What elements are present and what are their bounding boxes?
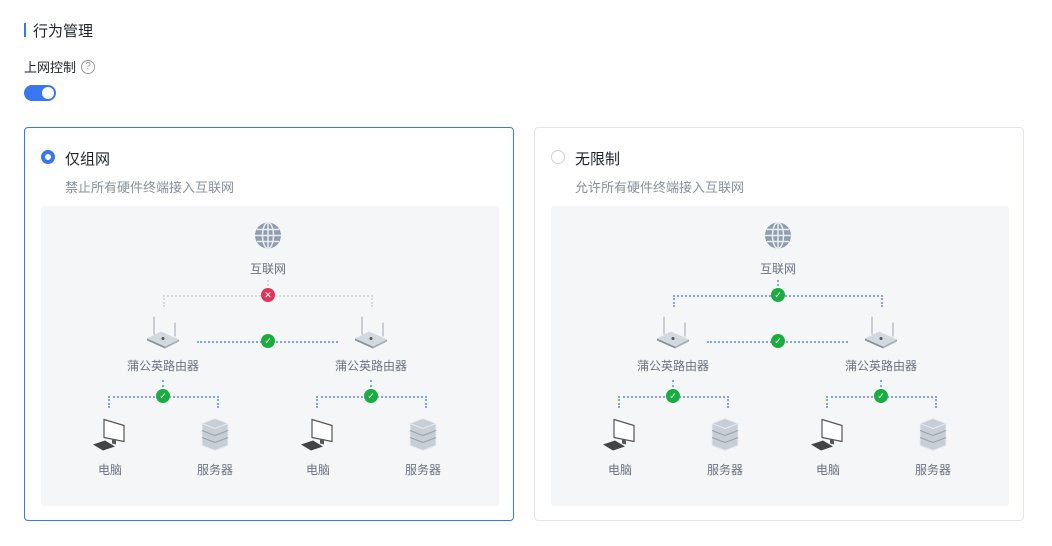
connection-line (163, 295, 165, 307)
connection-line (267, 280, 269, 294)
connection-line (370, 380, 372, 395)
option-description: 允许所有硬件终端接入互联网 (575, 180, 745, 195)
connection-line (880, 380, 882, 395)
option-name: 无限制 (575, 151, 621, 168)
connected-check-icon: ✓ (261, 334, 275, 348)
connection-line (727, 396, 729, 408)
globe-icon (764, 221, 792, 255)
internet-label: 互联网 (249, 262, 287, 276)
connection-line (618, 396, 620, 408)
option-name: 仅组网 (65, 151, 111, 168)
internet-control-label: 上网控制 (24, 60, 77, 75)
internet-control-row: 上网控制? (24, 57, 96, 76)
connection-line (935, 396, 937, 408)
internet-control-toggle[interactable] (24, 85, 56, 101)
server-label: 服务器 (706, 463, 744, 477)
connected-check-icon: ✓ (666, 389, 680, 403)
server-label: 服务器 (914, 463, 952, 477)
connected-check-icon: ✓ (364, 389, 378, 403)
computer-icon (92, 418, 128, 457)
topology-diagram: 互联网 ✕ 蒲公英路由器 ✓ 电脑 服务器 蒲公英路由器 ✓ 电脑 服务器 ✓ (41, 206, 499, 506)
connection-line (777, 280, 779, 294)
computer-icon (810, 418, 846, 457)
section-title-text: 行为管理 (33, 22, 94, 40)
computer-label: 电脑 (305, 463, 331, 477)
option-card-unrestricted[interactable]: 无限制 允许所有硬件终端接入互联网 互联网 ✓ 蒲公英路由器 ✓ 电脑 服务器 蒲公英路由器… (534, 127, 1024, 521)
toggle-knob (42, 87, 54, 99)
router-label: 蒲公英路由器 (636, 359, 710, 373)
title-accent-bar (24, 23, 26, 37)
connection-line (316, 396, 318, 408)
computer-label: 电脑 (97, 463, 123, 477)
topology-diagram: 互联网 ✓ 蒲公英路由器 ✓ 电脑 服务器 蒲公英路由器 ✓ 电脑 服务器 ✓ (551, 206, 1009, 506)
computer-label: 电脑 (607, 463, 633, 477)
computer-icon (602, 418, 638, 457)
connected-check-icon: ✓ (156, 389, 170, 403)
router-label: 蒲公英路由器 (844, 359, 918, 373)
router-icon (656, 315, 690, 354)
connection-line (672, 380, 674, 395)
router-icon (354, 315, 388, 354)
server-icon (918, 417, 948, 457)
connection-line (425, 396, 427, 408)
internet-label: 互联网 (759, 262, 797, 276)
connection-line (826, 396, 828, 408)
connection-line (673, 295, 675, 307)
connection-line (108, 396, 110, 408)
server-icon (408, 417, 438, 457)
router-label: 蒲公英路由器 (126, 359, 200, 373)
server-icon (710, 417, 740, 457)
option-description: 禁止所有硬件终端接入互联网 (65, 180, 235, 195)
blocked-x-icon: ✕ (261, 288, 275, 302)
radio-lan-only[interactable] (41, 150, 55, 164)
help-icon[interactable]: ? (81, 59, 96, 74)
connected-check-icon: ✓ (771, 334, 785, 348)
connected-check-icon: ✓ (874, 389, 888, 403)
server-label: 服务器 (404, 463, 442, 477)
radio-unrestricted[interactable] (551, 150, 565, 164)
connection-line (371, 295, 373, 307)
connection-line (162, 380, 164, 395)
globe-icon (254, 221, 282, 255)
computer-label: 电脑 (815, 463, 841, 477)
section-title: 行为管理 (24, 20, 93, 40)
server-icon (200, 417, 230, 457)
connection-line (217, 396, 219, 408)
option-card-lan-only[interactable]: 仅组网 禁止所有硬件终端接入互联网 互联网 ✕ 蒲公英路由器 ✓ 电脑 服务器 蒲公英路由器… (24, 127, 514, 521)
router-label: 蒲公英路由器 (334, 359, 408, 373)
connected-check-icon: ✓ (771, 288, 785, 302)
server-label: 服务器 (196, 463, 234, 477)
connection-line (881, 295, 883, 307)
router-icon (864, 315, 898, 354)
router-icon (146, 315, 180, 354)
computer-icon (300, 418, 336, 457)
